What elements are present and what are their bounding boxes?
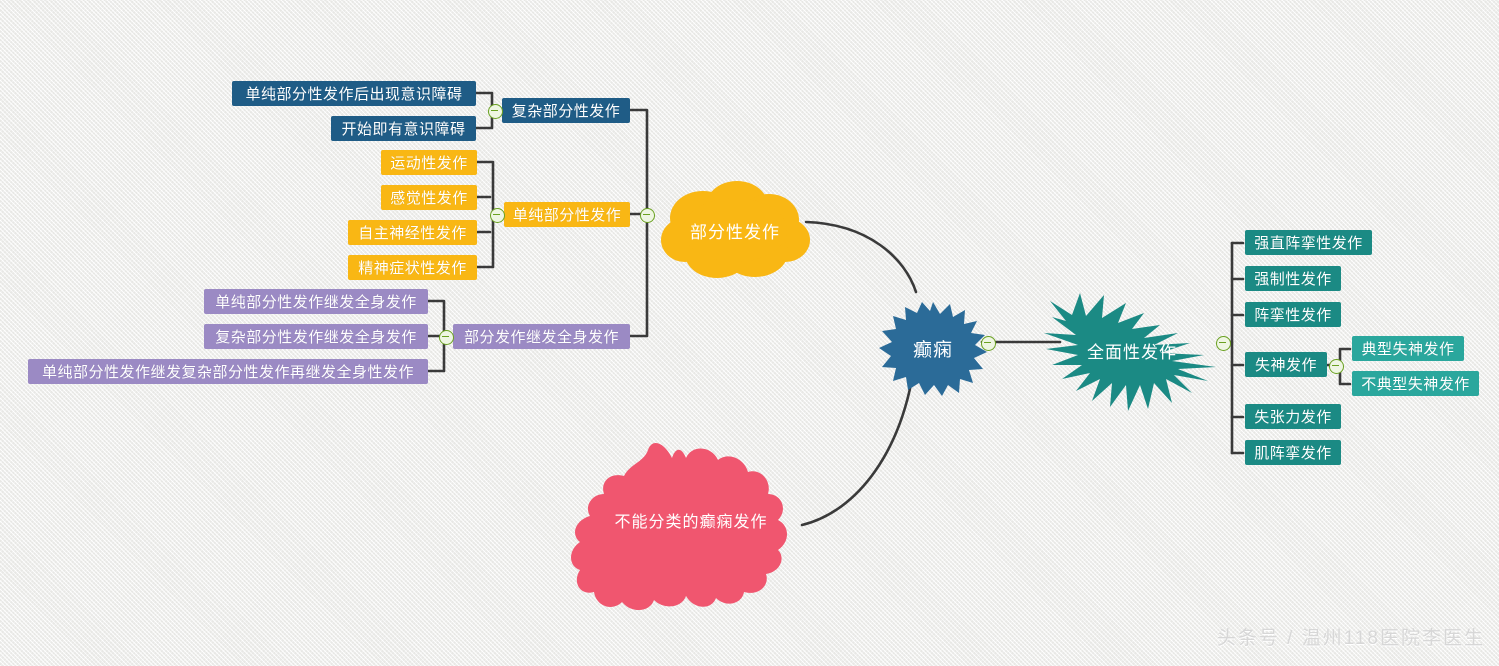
- node-complex-partial[interactable]: 复杂部分性发作: [502, 98, 630, 123]
- node-secondary-generalized-child-1[interactable]: 单纯部分性发作继发全身发作: [204, 289, 428, 314]
- node-label: 复杂部分性发作继发全身发作: [215, 329, 417, 346]
- node-clonic[interactable]: 阵挛性发作: [1245, 302, 1341, 327]
- ginkgo-leaf-shape: [571, 443, 787, 611]
- node-label: 肌阵挛发作: [1254, 445, 1332, 462]
- node-label: 部分发作继发全身发作: [463, 329, 619, 346]
- node-label: 单纯部分性发作: [512, 207, 622, 224]
- node-atonic[interactable]: 失张力发作: [1245, 404, 1341, 429]
- node-simple-partial[interactable]: 单纯部分性发作: [504, 202, 630, 227]
- node-complex-partial-child-1[interactable]: 单纯部分性发作后出现意识障碍: [232, 81, 476, 106]
- collapse-toggle-absence[interactable]: [1329, 359, 1344, 374]
- node-label: 典型失神发作: [1361, 341, 1455, 358]
- root-label: 癫痫: [912, 339, 953, 361]
- node-absence-child-1[interactable]: 典型失神发作: [1352, 336, 1464, 361]
- node-tonic[interactable]: 强制性发作: [1245, 266, 1341, 291]
- node-label: 失张力发作: [1254, 409, 1332, 426]
- branch-node-partial[interactable]: 部分性发作: [655, 178, 815, 283]
- node-label: 单纯部分性发作后出现意识障碍: [245, 86, 463, 103]
- node-label: 自主神经性发作: [358, 225, 467, 242]
- branch-label-unclassified: 不能分类的癫痫发作: [614, 514, 768, 531]
- node-label: 强直阵挛性发作: [1254, 235, 1363, 252]
- node-label: 单纯部分性发作继发全身发作: [215, 294, 417, 311]
- branch-label-partial: 部分性发作: [690, 223, 780, 242]
- collapse-toggle-secondary-generalized[interactable]: [439, 330, 454, 345]
- node-label: 感觉性发作: [390, 190, 468, 207]
- node-absence[interactable]: 失神发作: [1245, 352, 1327, 377]
- node-label: 失神发作: [1254, 357, 1317, 374]
- collapse-toggle-partial-branch[interactable]: [640, 208, 655, 223]
- cloud-shape: [661, 181, 810, 278]
- node-label: 复杂部分性发作: [511, 103, 621, 120]
- node-label: 不典型失神发作: [1361, 376, 1470, 393]
- node-label: 单纯部分性发作继发复杂部分性发作再继发全身性发作: [41, 364, 414, 381]
- node-simple-partial-child-3[interactable]: 自主神经性发作: [348, 220, 477, 245]
- node-simple-partial-child-1[interactable]: 运动性发作: [381, 150, 477, 175]
- collapse-toggle-root-right[interactable]: [981, 336, 996, 351]
- branch-label-generalized: 全面性发作: [1087, 342, 1177, 362]
- node-myoclonic[interactable]: 肌阵挛发作: [1245, 440, 1341, 465]
- node-secondary-generalized[interactable]: 部分发作继发全身发作: [453, 324, 630, 349]
- branch-node-generalized[interactable]: 全面性发作: [1032, 285, 1232, 415]
- node-label: 运动性发作: [390, 155, 468, 172]
- node-secondary-generalized-child-3[interactable]: 单纯部分性发作继发复杂部分性发作再继发全身性发作: [28, 359, 428, 384]
- watermark: 头条号 / 温州118医院李医生: [1216, 628, 1485, 649]
- node-absence-child-2[interactable]: 不典型失神发作: [1352, 371, 1479, 396]
- root-node[interactable]: 癫痫: [878, 300, 988, 396]
- node-tonic-clonic[interactable]: 强直阵挛性发作: [1245, 230, 1372, 255]
- node-simple-partial-child-2[interactable]: 感觉性发作: [381, 185, 477, 210]
- node-simple-partial-child-4[interactable]: 精神症状性发作: [348, 255, 477, 280]
- collapse-toggle-generalized-branch[interactable]: [1216, 336, 1231, 351]
- node-label: 开始即有意识障碍: [341, 121, 466, 138]
- collapse-toggle-simple-partial[interactable]: [490, 208, 505, 223]
- branch-node-unclassified[interactable]: 不能分类的癫痫发作: [560, 420, 822, 620]
- node-label: 强制性发作: [1254, 271, 1332, 288]
- node-label: 精神症状性发作: [358, 260, 467, 277]
- node-complex-partial-child-2[interactable]: 开始即有意识障碍: [331, 116, 476, 141]
- node-secondary-generalized-child-2[interactable]: 复杂部分性发作继发全身发作: [204, 324, 428, 349]
- collapse-toggle-complex-partial[interactable]: [488, 104, 503, 119]
- node-label: 阵挛性发作: [1254, 307, 1332, 324]
- splat-shape: [1044, 293, 1216, 411]
